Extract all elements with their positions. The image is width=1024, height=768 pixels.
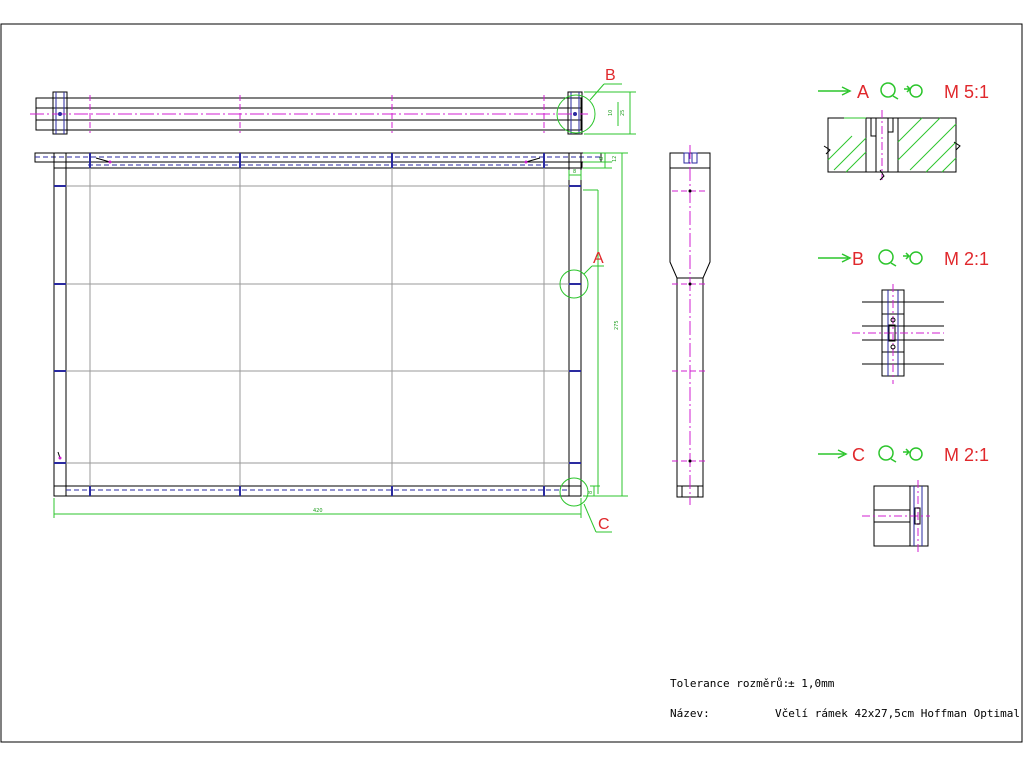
name-label: Název: <box>670 707 710 720</box>
callout-b-label: B <box>605 67 616 84</box>
projection-symbol-icon <box>878 249 923 267</box>
detail-c-heading: C M 2:1 <box>818 445 989 465</box>
dim-height: 275 <box>614 320 620 330</box>
detail-c-scale: M 2:1 <box>944 445 989 465</box>
tolerance-label: Tolerance rozměrů: <box>670 677 789 690</box>
dim-top-small-a: 8 <box>599 157 605 160</box>
detail-b-scale: M 2:1 <box>944 249 989 269</box>
callout-c-label: C <box>598 516 610 533</box>
top-view <box>30 83 636 135</box>
dim-side-small: 8 <box>573 169 576 175</box>
detail-a-heading: A M 5:1 <box>818 82 989 102</box>
name-value: Včelí rámek 42x27,5cm Hoffman Optimal <box>775 707 1020 720</box>
detail-c-letter: C <box>852 445 865 465</box>
dim-top-bar-a: 25 <box>620 110 626 116</box>
front-view <box>34 152 628 533</box>
detail-b-drawing <box>852 284 944 384</box>
sheet-border <box>0 23 1023 743</box>
detail-c-drawing <box>862 480 930 552</box>
title-block: Tolerance rozměrů: ± 1,0mm Název: Včelí … <box>670 677 1020 720</box>
dim-width: 420 <box>313 508 323 514</box>
dim-bottom-small: 8 <box>588 491 594 494</box>
detail-a-scale: M 5:1 <box>944 82 989 102</box>
detail-a-letter: A <box>857 82 869 102</box>
dim-top-small-b: 12 <box>612 156 618 162</box>
tolerance-value: ± 1,0mm <box>788 677 835 690</box>
detail-b-heading: B M 2:1 <box>818 249 989 269</box>
detail-b-letter: B <box>852 249 864 269</box>
callout-a-label: A <box>593 250 604 267</box>
detail-a-drawing <box>823 110 961 181</box>
projection-symbol-icon <box>878 445 923 463</box>
dim-top-bar-b: 10 <box>608 110 614 116</box>
projection-symbol-icon <box>880 82 923 100</box>
side-view <box>669 145 711 505</box>
